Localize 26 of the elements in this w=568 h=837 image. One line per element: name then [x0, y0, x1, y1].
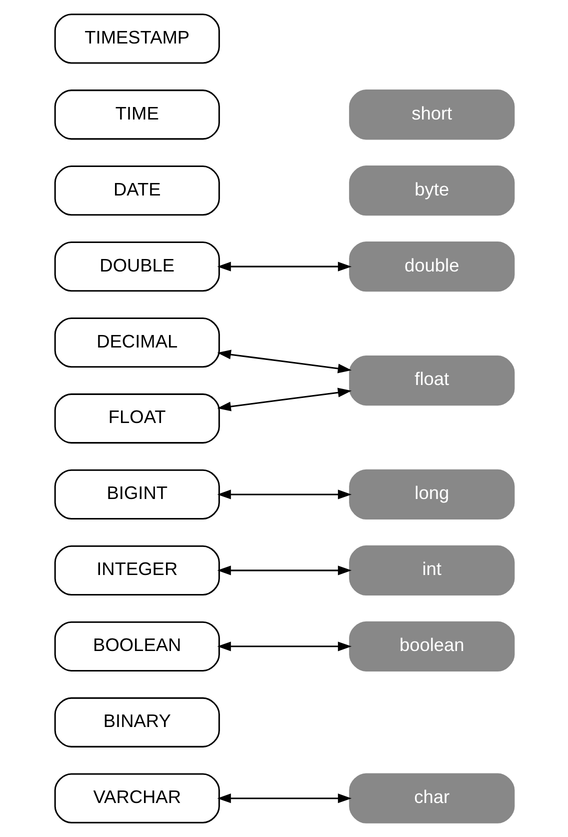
node-box: TIME	[54, 90, 220, 140]
node-box: BINARY	[54, 697, 220, 748]
node-box: int	[348, 545, 514, 596]
node-box: FLOAT	[54, 393, 220, 444]
arrow	[216, 794, 352, 804]
node-box: TIMESTAMP	[54, 14, 220, 64]
node-box: BIGINT	[54, 469, 220, 520]
arrow	[216, 490, 352, 500]
arrow	[216, 262, 352, 272]
arrow	[216, 388, 352, 412]
node-box: DECIMAL	[54, 317, 220, 368]
node-box: boolean	[348, 621, 514, 672]
arrow	[216, 566, 352, 576]
node-box: DOUBLE	[54, 242, 220, 292]
node-box: long	[348, 469, 514, 520]
arrow	[216, 642, 352, 652]
node-box: BOOLEAN	[54, 621, 220, 672]
node-box: short	[348, 90, 514, 140]
node-box: char	[348, 773, 514, 824]
node-box: double	[348, 242, 514, 292]
node-box: DATE	[54, 166, 220, 216]
node-box: INTEGER	[54, 545, 220, 596]
node-box: float	[348, 355, 514, 406]
node-box: VARCHAR	[54, 773, 220, 824]
arrow	[216, 350, 352, 374]
node-box: byte	[348, 166, 514, 216]
